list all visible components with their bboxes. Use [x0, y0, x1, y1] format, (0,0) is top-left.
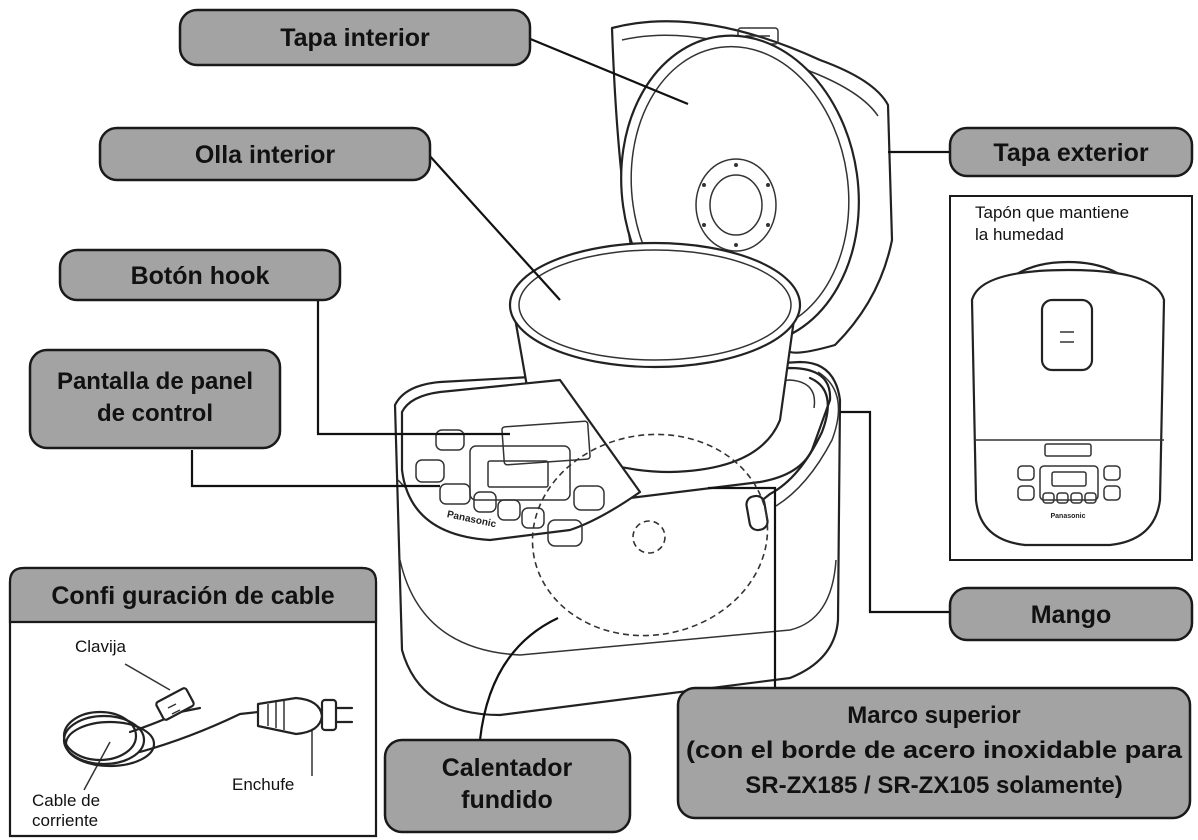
wall-plug [256, 696, 354, 736]
hook-button [501, 420, 591, 466]
label-marco-superior: Marco superior (con el borde de acero in… [676, 686, 1192, 820]
label-calentador: Calentador fundido [383, 738, 632, 834]
cable-configuration-box: Confi guración de cable Clavija Enchufe … [8, 566, 378, 838]
svg-text:Tapa interior: Tapa interior [280, 24, 430, 52]
svg-text:SR-ZX185 / SR-ZX105 solamente): SR-ZX185 / SR-ZX105 solamente) [745, 772, 1122, 799]
handle [745, 371, 840, 532]
cable-label-line2: corriente [32, 811, 98, 830]
label-boton-hook: Botón hook [58, 248, 342, 302]
clavija-label: Clavija [75, 637, 127, 656]
svg-text:(con el borde de acero inoxida: (con el borde de acero inoxidable para [686, 737, 1183, 764]
inset-closed-lid: Tapón que mantiene la humedad Panasonic [949, 195, 1193, 561]
cable-box-title: Confi guración de cable [51, 582, 334, 610]
svg-text:Mango: Mango [1031, 601, 1112, 629]
tapon-label-line1: Tapón que mantiene [975, 203, 1129, 222]
tapon-label-line2: la humedad [975, 225, 1064, 244]
label-pantalla: Pantalla de panel de control [28, 348, 282, 450]
svg-text:Calentador: Calentador [442, 754, 573, 782]
svg-text:Tapa exterior: Tapa exterior [993, 139, 1148, 167]
svg-text:de control: de control [97, 400, 213, 427]
label-tapa-interior: Tapa interior [178, 8, 532, 67]
appliance-connector [155, 687, 195, 721]
svg-text:Pantalla de panel: Pantalla de panel [57, 368, 253, 395]
label-olla-interior: Olla interior [98, 126, 432, 182]
label-tapa-exterior: Tapa exterior [948, 126, 1194, 178]
svg-text:Botón hook: Botón hook [131, 262, 270, 290]
svg-text:Panasonic: Panasonic [1050, 513, 1085, 520]
steam-vent-cap [1040, 298, 1094, 372]
display-screen [469, 445, 571, 501]
label-mango: Mango [948, 586, 1194, 642]
rice-cooker-illustration: Panasonic [393, 20, 894, 717]
cable-label-line1: Cable de [32, 791, 100, 810]
control-panel: Panasonic [400, 378, 642, 547]
svg-text:fundido: fundido [461, 786, 553, 814]
svg-text:Marco superior: Marco superior [847, 702, 1020, 729]
heater-outline [531, 433, 769, 637]
enchufe-label: Enchufe [232, 775, 294, 794]
svg-text:Olla interior: Olla interior [195, 141, 336, 169]
